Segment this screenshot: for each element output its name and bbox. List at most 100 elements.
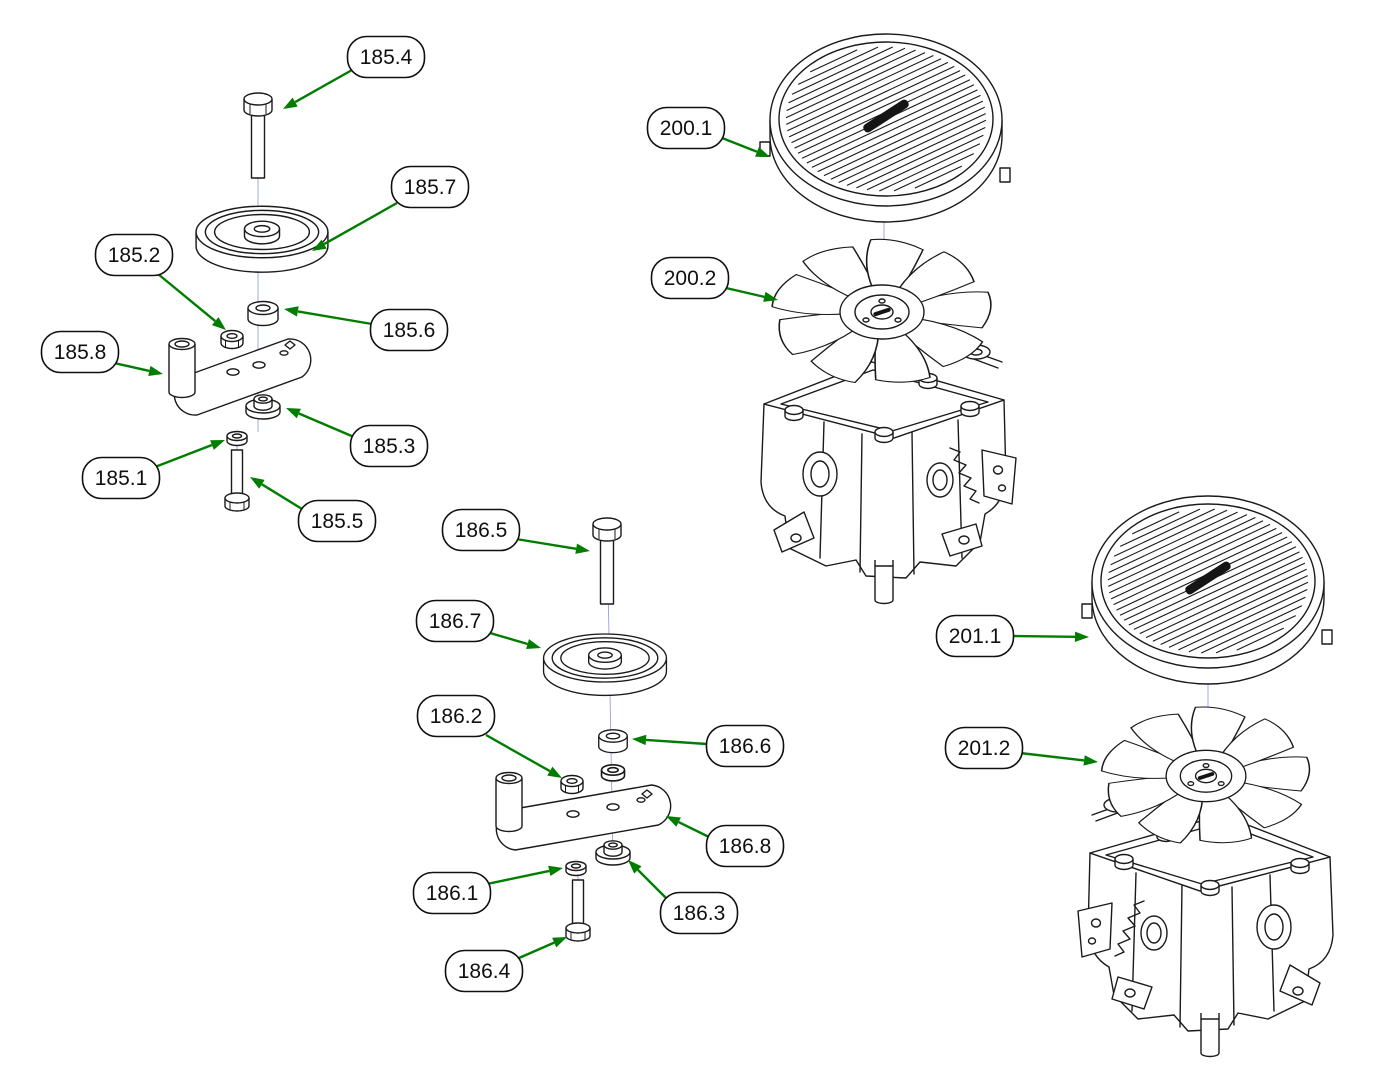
callout-200.1: 200.1 — [646, 106, 770, 157]
leader-arrow-head — [283, 97, 298, 109]
leader-arrow-line — [637, 869, 668, 900]
callout-label: 185.2 — [108, 244, 161, 267]
callout-bubble — [441, 508, 521, 552]
flanged-spacer — [595, 840, 631, 866]
leader-arrow-head — [548, 865, 563, 876]
leader-arrow-head — [547, 766, 562, 778]
leader-arrow-head — [250, 477, 265, 489]
leader-arrow-head — [552, 937, 567, 948]
leader-arrow-line — [157, 273, 216, 323]
lock-nut — [560, 774, 584, 795]
leader-arrow-head — [284, 306, 299, 317]
callout-bubble — [444, 949, 524, 993]
idler-arm-post — [495, 771, 523, 833]
callout-186.3: 186.3 — [628, 860, 739, 935]
cooling-fan — [1098, 704, 1311, 847]
callout-label: 186.7 — [429, 610, 482, 633]
callout-label: 185.6 — [383, 319, 436, 342]
callout-bubble — [40, 330, 120, 374]
callout-label: 186.3 — [673, 902, 726, 925]
leader-arrow-head — [666, 816, 681, 827]
callout-201.1: 201.1 — [935, 614, 1089, 658]
bolt-upper — [243, 92, 273, 179]
callout-185.6: 185.6 — [284, 306, 449, 352]
leader-arrow-line — [725, 286, 765, 299]
callout-bubble — [369, 308, 449, 352]
callout-bubble — [650, 256, 730, 300]
leader-arrow-line — [489, 631, 528, 646]
callout-label: 185.8 — [54, 341, 107, 364]
leader-arrow-head — [526, 639, 541, 649]
callout-186.6: 186.6 — [632, 724, 785, 768]
callout-label: 185.1 — [95, 467, 148, 490]
washer-small — [600, 764, 626, 782]
callout-label: 186.2 — [430, 705, 483, 728]
leader-arrow-head — [1074, 631, 1089, 642]
leader-arrow-head — [755, 147, 770, 157]
leader-arrow-line — [486, 869, 550, 886]
transaxle-assembly-201 — [1078, 495, 1333, 1057]
callout-label: 186.8 — [719, 835, 772, 858]
callout-label: 185.3 — [363, 435, 416, 458]
callout-bubble — [297, 499, 377, 543]
callout-label: 200.1 — [660, 117, 713, 140]
callout-bubble — [659, 891, 739, 935]
callout-bubble — [935, 614, 1015, 658]
callout-label: 186.5 — [455, 519, 508, 542]
callout-bubble — [705, 724, 785, 768]
leader-arrow-head — [211, 317, 226, 330]
leader-arrow-line — [515, 537, 577, 550]
leader-arrow-line — [721, 136, 758, 153]
lock-nut — [220, 329, 244, 350]
callout-186.1: 186.1 — [412, 865, 563, 915]
callout-layer: 185.4 185.7 185.2 185.6 185.8 185.3 185.1 185.5… — [40, 35, 1098, 993]
leader-arrow-line — [323, 201, 398, 246]
callout-185.7: 185.7 — [312, 165, 470, 251]
leader-arrow-line — [298, 412, 355, 439]
leader-arrow-line — [1010, 634, 1076, 638]
leader-arrow-head — [575, 543, 590, 554]
callout-185.5: 185.5 — [250, 477, 377, 543]
washer — [226, 430, 248, 447]
callout-bubble — [94, 233, 174, 277]
idler-pulley — [542, 633, 668, 697]
callout-185.8: 185.8 — [40, 330, 163, 376]
leader-arrow-line — [113, 361, 150, 373]
cooling-fan — [768, 236, 992, 387]
leader-arrow-head — [210, 440, 225, 450]
callout-label: 186.1 — [426, 882, 479, 905]
callout-bubble — [349, 424, 429, 468]
leader-arrow-line — [297, 310, 373, 326]
callout-bubble — [646, 106, 726, 150]
callout-label: 186.6 — [719, 735, 772, 758]
idler-pulley — [195, 205, 329, 273]
leader-arrow-line — [1019, 751, 1085, 762]
callout-label: 185.4 — [360, 46, 413, 69]
leader-arrow-line — [518, 941, 555, 960]
leader-arrow-line — [294, 68, 353, 104]
idler-assembly-185 — [168, 92, 329, 512]
leader-arrow-head — [286, 408, 301, 419]
finned-fan-cover — [1081, 495, 1333, 685]
leader-arrow-head — [628, 860, 642, 874]
leader-arrow-head — [763, 291, 778, 302]
callout-186.4: 186.4 — [444, 937, 567, 993]
callout-label: 185.5 — [311, 510, 364, 533]
drawing-layer — [168, 33, 1333, 1057]
finned-fan-cover — [759, 33, 1011, 223]
callout-185.4: 185.4 — [283, 35, 426, 109]
leader-arrow-line — [678, 821, 710, 839]
spacer-bushing — [247, 300, 279, 327]
callout-186.8: 186.8 — [666, 816, 785, 868]
leader-arrow-head — [148, 365, 163, 376]
callout-bubble — [346, 35, 426, 79]
callout-bubble — [81, 456, 161, 500]
callout-bubble — [415, 599, 495, 643]
flanged-spacer — [245, 394, 281, 420]
callout-186.7: 186.7 — [415, 599, 541, 649]
callout-186.2: 186.2 — [416, 694, 562, 778]
idler-assembly-186 — [495, 517, 672, 942]
callout-201.2: 201.2 — [944, 726, 1098, 770]
